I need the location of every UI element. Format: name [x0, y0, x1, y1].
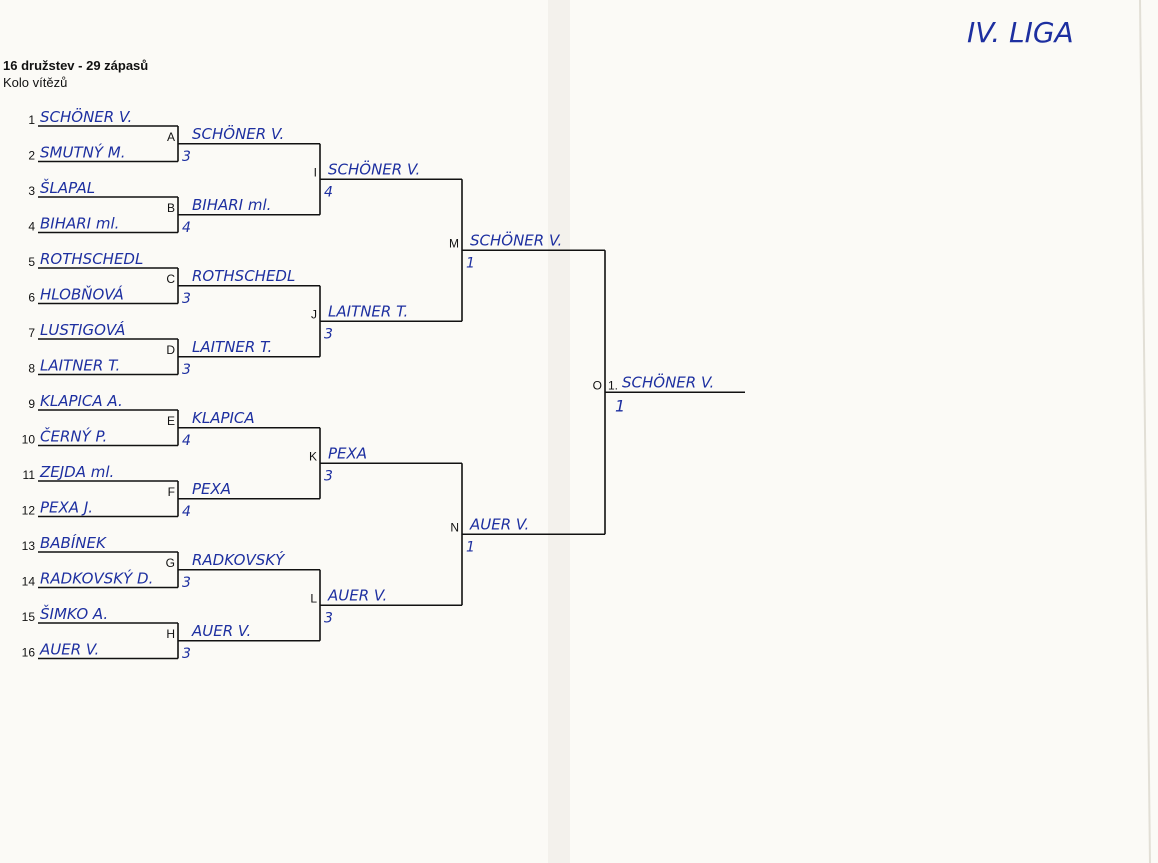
match-letter: O [593, 378, 602, 392]
match-letter: F [168, 485, 175, 499]
seed-number: 15 [22, 610, 36, 624]
entry-name: ŠIMKO A. [40, 604, 108, 623]
seed-number: 8 [28, 362, 35, 376]
entry-name: SMUTNÝ M. [40, 143, 125, 162]
winner-name: KLAPICA [192, 409, 255, 427]
match-letter: K [309, 449, 317, 463]
match-letter: I [314, 165, 317, 179]
match-score: 3 [324, 468, 333, 484]
entry-name: ČERNÝ P. [40, 427, 107, 446]
winner-name: SCHÖNER V. [328, 159, 420, 178]
match-letter: D [166, 343, 175, 357]
entry-name: AUER V. [39, 641, 99, 659]
match-score: 3 [182, 362, 191, 378]
entry-name: LAITNER T. [40, 357, 120, 375]
winner-name: LAITNER T. [328, 302, 408, 320]
place-label: 1. [608, 378, 618, 392]
match-score: 3 [324, 326, 333, 342]
winner-name: LAITNER T. [192, 338, 272, 356]
winner-name: ROTHSCHEDL [192, 267, 295, 285]
final-score: 1 [615, 396, 625, 415]
match-score: 3 [182, 149, 191, 165]
seed-number: 5 [28, 255, 35, 269]
champion-name: SCHÖNER V. [622, 372, 714, 391]
winner-name: SCHÖNER V. [470, 230, 562, 249]
seed-number: 7 [28, 326, 35, 340]
bracket-lines [38, 125, 745, 660]
entry-name: PEXA J. [40, 499, 93, 517]
winner-name: BIHARI ml. [192, 196, 271, 214]
match-letter: M [449, 236, 459, 250]
seed-number: 10 [22, 433, 36, 447]
match-letter: N [450, 520, 459, 534]
match-letter: C [166, 272, 175, 286]
match-score: 4 [324, 184, 333, 200]
entry-name: KLAPICA A. [40, 392, 123, 410]
seed-number: 12 [22, 504, 36, 518]
match-score: 4 [182, 220, 191, 236]
seed-number: 14 [22, 575, 36, 589]
match-letter: A [167, 130, 175, 144]
seed-number: 6 [28, 291, 35, 305]
page-subtitle: Kolo vítězů [3, 75, 68, 90]
winner-name: RADKOVSKÝ [192, 550, 286, 569]
match-letter: L [310, 591, 317, 605]
seed-number: 11 [23, 468, 36, 482]
seed-number: 2 [28, 149, 35, 163]
entry-name: ZEJDA ml. [39, 463, 114, 481]
seed-number: 1 [28, 113, 35, 127]
match-score: 3 [182, 646, 191, 662]
page-title: 16 družstev - 29 zápasů [3, 58, 149, 73]
entry-name: HLOBŇOVÁ [40, 285, 124, 304]
seed-number: 4 [28, 220, 35, 234]
match-score: 3 [324, 610, 333, 626]
seed-number: 13 [22, 539, 36, 553]
match-letter: B [167, 201, 175, 215]
match-score: 3 [182, 291, 191, 307]
winner-name: SCHÖNER V. [192, 124, 284, 143]
seed-number: 16 [22, 646, 36, 660]
entry-name: ŠLAPAL [40, 178, 95, 197]
entry-name: BABÍNEK [40, 533, 107, 552]
winner-name: PEXA [192, 480, 231, 498]
match-score: 1 [466, 255, 475, 271]
seed-number: 9 [28, 397, 35, 411]
entry-name: BIHARI ml. [40, 215, 119, 233]
entry-name: SCHÖNER V. [40, 107, 132, 126]
winner-name: AUER V. [191, 622, 251, 640]
match-letter: H [166, 627, 175, 641]
paper-fold [548, 0, 570, 863]
paper-edge [1139, 0, 1151, 863]
winner-name: PEXA [328, 444, 367, 462]
entry-name: ROTHSCHEDL [40, 250, 143, 268]
league-label: IV. LIGA [967, 16, 1074, 49]
match-letter: G [166, 556, 175, 570]
match-score: 4 [182, 433, 191, 449]
match-score: 3 [182, 575, 191, 591]
seed-number: 3 [28, 184, 35, 198]
match-score: 1 [466, 539, 475, 555]
entry-name: RADKOVSKÝ D. [40, 569, 153, 588]
match-letter: J [311, 307, 317, 321]
match-score: 4 [182, 504, 191, 520]
winner-name: AUER V. [469, 515, 529, 533]
match-letter: E [167, 414, 175, 428]
entry-name: LUSTIGOVÁ [40, 320, 125, 339]
winner-name: AUER V. [327, 586, 387, 604]
